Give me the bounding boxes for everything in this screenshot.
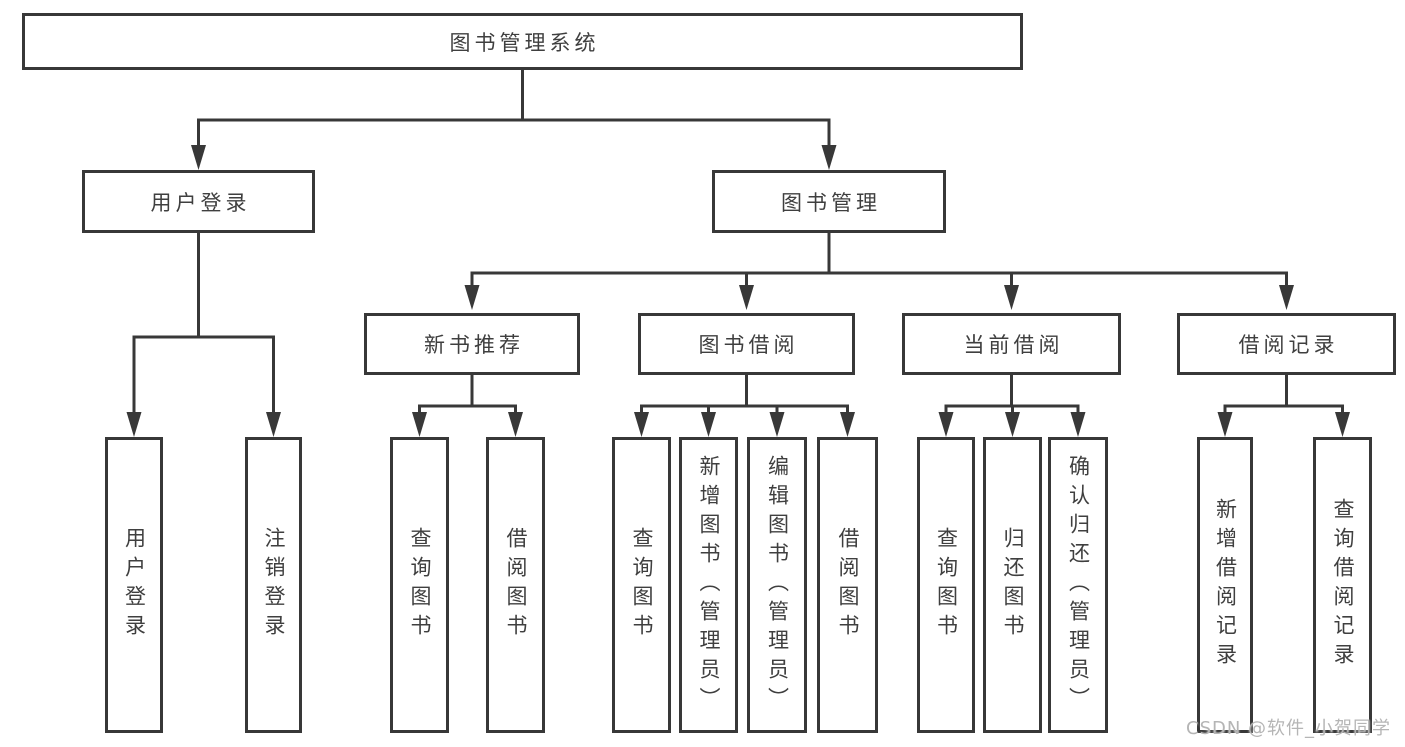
arrow-down-icon xyxy=(464,285,480,310)
arrow-down-icon xyxy=(701,412,716,437)
node-label: 图书借阅 xyxy=(698,333,799,357)
node-borrowing-records: 借阅记录 xyxy=(1177,313,1396,375)
node-library-management-system: 图书管理系统 xyxy=(22,13,1023,70)
node-leaf-edit-books-admin: 编辑图书（管理员） xyxy=(747,437,807,733)
csdn-watermark: CSDN @软件_小贺同学 xyxy=(1186,718,1392,739)
arrow-down-icon xyxy=(634,412,649,437)
arrow-down-icon xyxy=(1005,412,1020,437)
arrow-down-icon xyxy=(840,412,855,437)
arrow-down-icon xyxy=(938,412,954,437)
node-leaf-return-books: 归还图书 xyxy=(983,437,1042,733)
node-label: 图书管理系统 xyxy=(449,30,600,55)
node-new-book-recommendation: 新书推荐 xyxy=(364,313,580,375)
node-label: 借阅图书 xyxy=(836,527,860,643)
arrow-down-icon xyxy=(1070,412,1086,437)
arrow-down-icon xyxy=(739,285,754,310)
node-user-login: 用户登录 xyxy=(82,170,315,233)
node-label: 当前借阅 xyxy=(963,333,1064,357)
node-current-borrowing: 当前借阅 xyxy=(902,313,1121,375)
node-leaf-user-login: 用户登录 xyxy=(105,437,163,733)
arrow-down-icon xyxy=(126,412,142,437)
node-leaf-query-books-3: 查询图书 xyxy=(917,437,975,733)
node-label: 查询借阅记录 xyxy=(1331,498,1355,672)
node-leaf-query-borrow-record: 查询借阅记录 xyxy=(1313,437,1372,733)
node-book-management: 图书管理 xyxy=(712,170,946,233)
node-label: 确认归还（管理员） xyxy=(1066,454,1091,716)
arrow-down-icon xyxy=(508,412,523,437)
node-leaf-logout: 注销登录 xyxy=(245,437,302,733)
arrow-down-icon xyxy=(191,145,206,170)
node-label: 借阅图书 xyxy=(504,527,528,643)
arrow-down-icon xyxy=(266,412,281,437)
arrow-down-icon xyxy=(821,145,837,170)
node-label: 查询图书 xyxy=(934,527,959,643)
arrow-down-icon xyxy=(1217,412,1233,437)
node-label: 新增借阅记录 xyxy=(1213,498,1238,672)
node-label: 用户登录 xyxy=(150,190,251,215)
node-label: 新书推荐 xyxy=(424,333,524,357)
node-label: 图书管理 xyxy=(781,190,881,215)
node-leaf-add-borrow-record: 新增借阅记录 xyxy=(1197,437,1253,733)
arrow-down-icon xyxy=(1335,412,1350,437)
node-label: 用户登录 xyxy=(122,527,147,643)
node-leaf-query-books-2: 查询图书 xyxy=(612,437,671,733)
node-label: 查询图书 xyxy=(630,527,654,643)
arrow-down-icon xyxy=(1279,285,1294,310)
node-leaf-add-books-admin: 新增图书（管理员） xyxy=(679,437,738,733)
arrow-down-icon xyxy=(412,412,427,437)
node-book-borrowing: 图书借阅 xyxy=(638,313,855,375)
node-label: 归还图书 xyxy=(1001,527,1025,643)
node-label: 新增图书（管理员） xyxy=(697,454,721,716)
node-leaf-confirm-return-admin: 确认归还（管理员） xyxy=(1048,437,1108,733)
node-leaf-query-books-1: 查询图书 xyxy=(390,437,449,733)
arrow-down-icon xyxy=(769,412,785,437)
node-label: 借阅记录 xyxy=(1238,333,1339,357)
node-leaf-borrow-books-1: 借阅图书 xyxy=(486,437,545,733)
node-leaf-borrow-books-2: 借阅图书 xyxy=(817,437,878,733)
node-label: 注销登录 xyxy=(262,527,286,643)
node-label: 编辑图书（管理员） xyxy=(765,454,790,716)
node-label: 查询图书 xyxy=(408,527,432,643)
arrow-down-icon xyxy=(1004,285,1019,310)
